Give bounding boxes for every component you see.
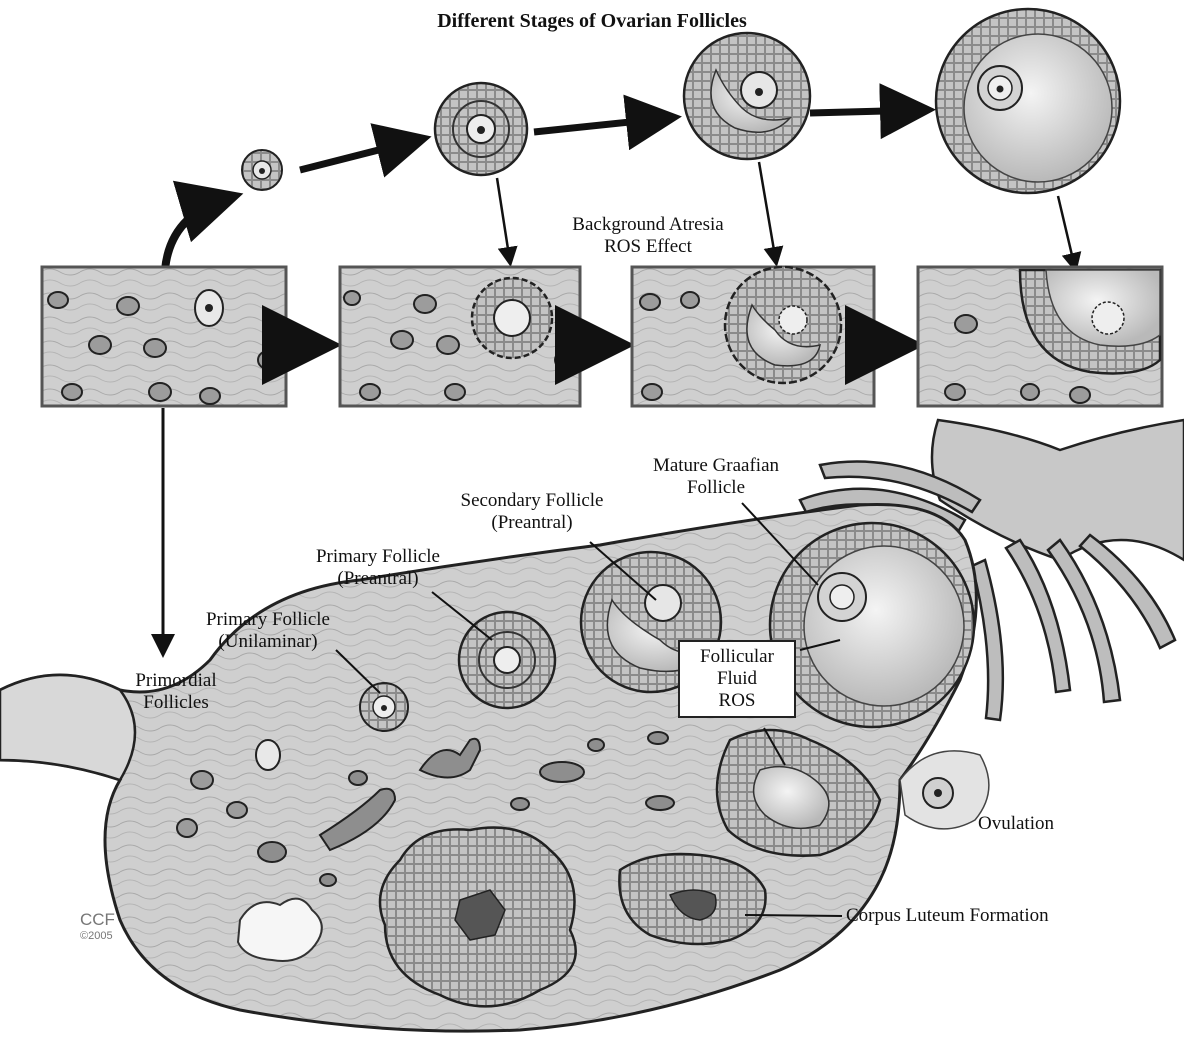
label-follicular-fluid-line1: Follicular [690,646,784,668]
ovary-primary-unilaminar [360,683,408,731]
stage-graafian-top [936,9,1120,193]
panel-4 [918,267,1162,406]
credit-mark: CCF ©2005 [80,912,115,944]
label-primary-unilaminar-line1: Primary Follicle [168,609,368,631]
label-primary-preantral-line1: Primary Follicle [278,546,478,568]
label-follicular-fluid-line3: ROS [690,690,784,712]
label-background-atresia-line2: ROS Effect [548,236,748,258]
label-secondary-line2: (Preantral) [432,512,632,534]
label-mature-graafian: Mature Graafian Follicle [616,455,816,499]
panel-1 [42,267,286,406]
corpus-luteum-large [380,828,576,1007]
stage-primordial-top [242,150,282,190]
label-primordial-follicles: Primordial Follicles [96,670,256,714]
label-primary-unilaminar-line2: (Unilaminar) [168,631,368,653]
arrow-to-primordial [165,198,228,270]
label-primary-preantral: Primary Follicle (Preantral) [278,546,478,590]
label-secondary-line1: Secondary Follicle [432,490,632,512]
panel-2 [340,267,580,406]
arrow-secondary-to-graafian [810,110,922,113]
arrow-secondary-atresia [759,162,776,262]
ovary-graafian [770,523,974,727]
arrow-primordial-to-primary [300,140,418,170]
label-follicular-fluid-ros: Follicular Fluid ROS [678,640,796,718]
label-background-atresia-line1: Background Atresia [548,214,748,236]
arrow-graafian-atresia [1058,196,1075,268]
stage-secondary-top [684,33,810,159]
label-primordial-line2: Follicles [96,692,256,714]
stage-primary-top [435,83,527,175]
label-mature-graafian-line2: Follicle [616,477,816,499]
credit-text: CCF [80,912,115,928]
label-primary-preantral-line2: (Preantral) [278,568,478,590]
panel-3 [632,267,874,406]
corpus-albicans [238,899,322,961]
arrow-primary-atresia [497,178,510,262]
label-primordial-line1: Primordial [96,670,256,692]
label-background-atresia: Background Atresia ROS Effect [548,214,748,258]
corpus-luteum-small [619,854,765,944]
credit-year: ©2005 [80,928,115,944]
label-secondary-follicle: Secondary Follicle (Preantral) [432,490,632,534]
label-follicular-fluid-line2: Fluid [690,668,784,690]
label-primary-unilaminar: Primary Follicle (Unilaminar) [168,609,368,653]
label-mature-graafian-line1: Mature Graafian [616,455,816,477]
label-corpus-luteum: Corpus Luteum Formation [846,905,1049,927]
arrow-primary-to-secondary [534,118,668,132]
label-ovulation: Ovulation [978,813,1054,835]
diagram-title: Different Stages of Ovarian Follicles [0,10,1184,33]
